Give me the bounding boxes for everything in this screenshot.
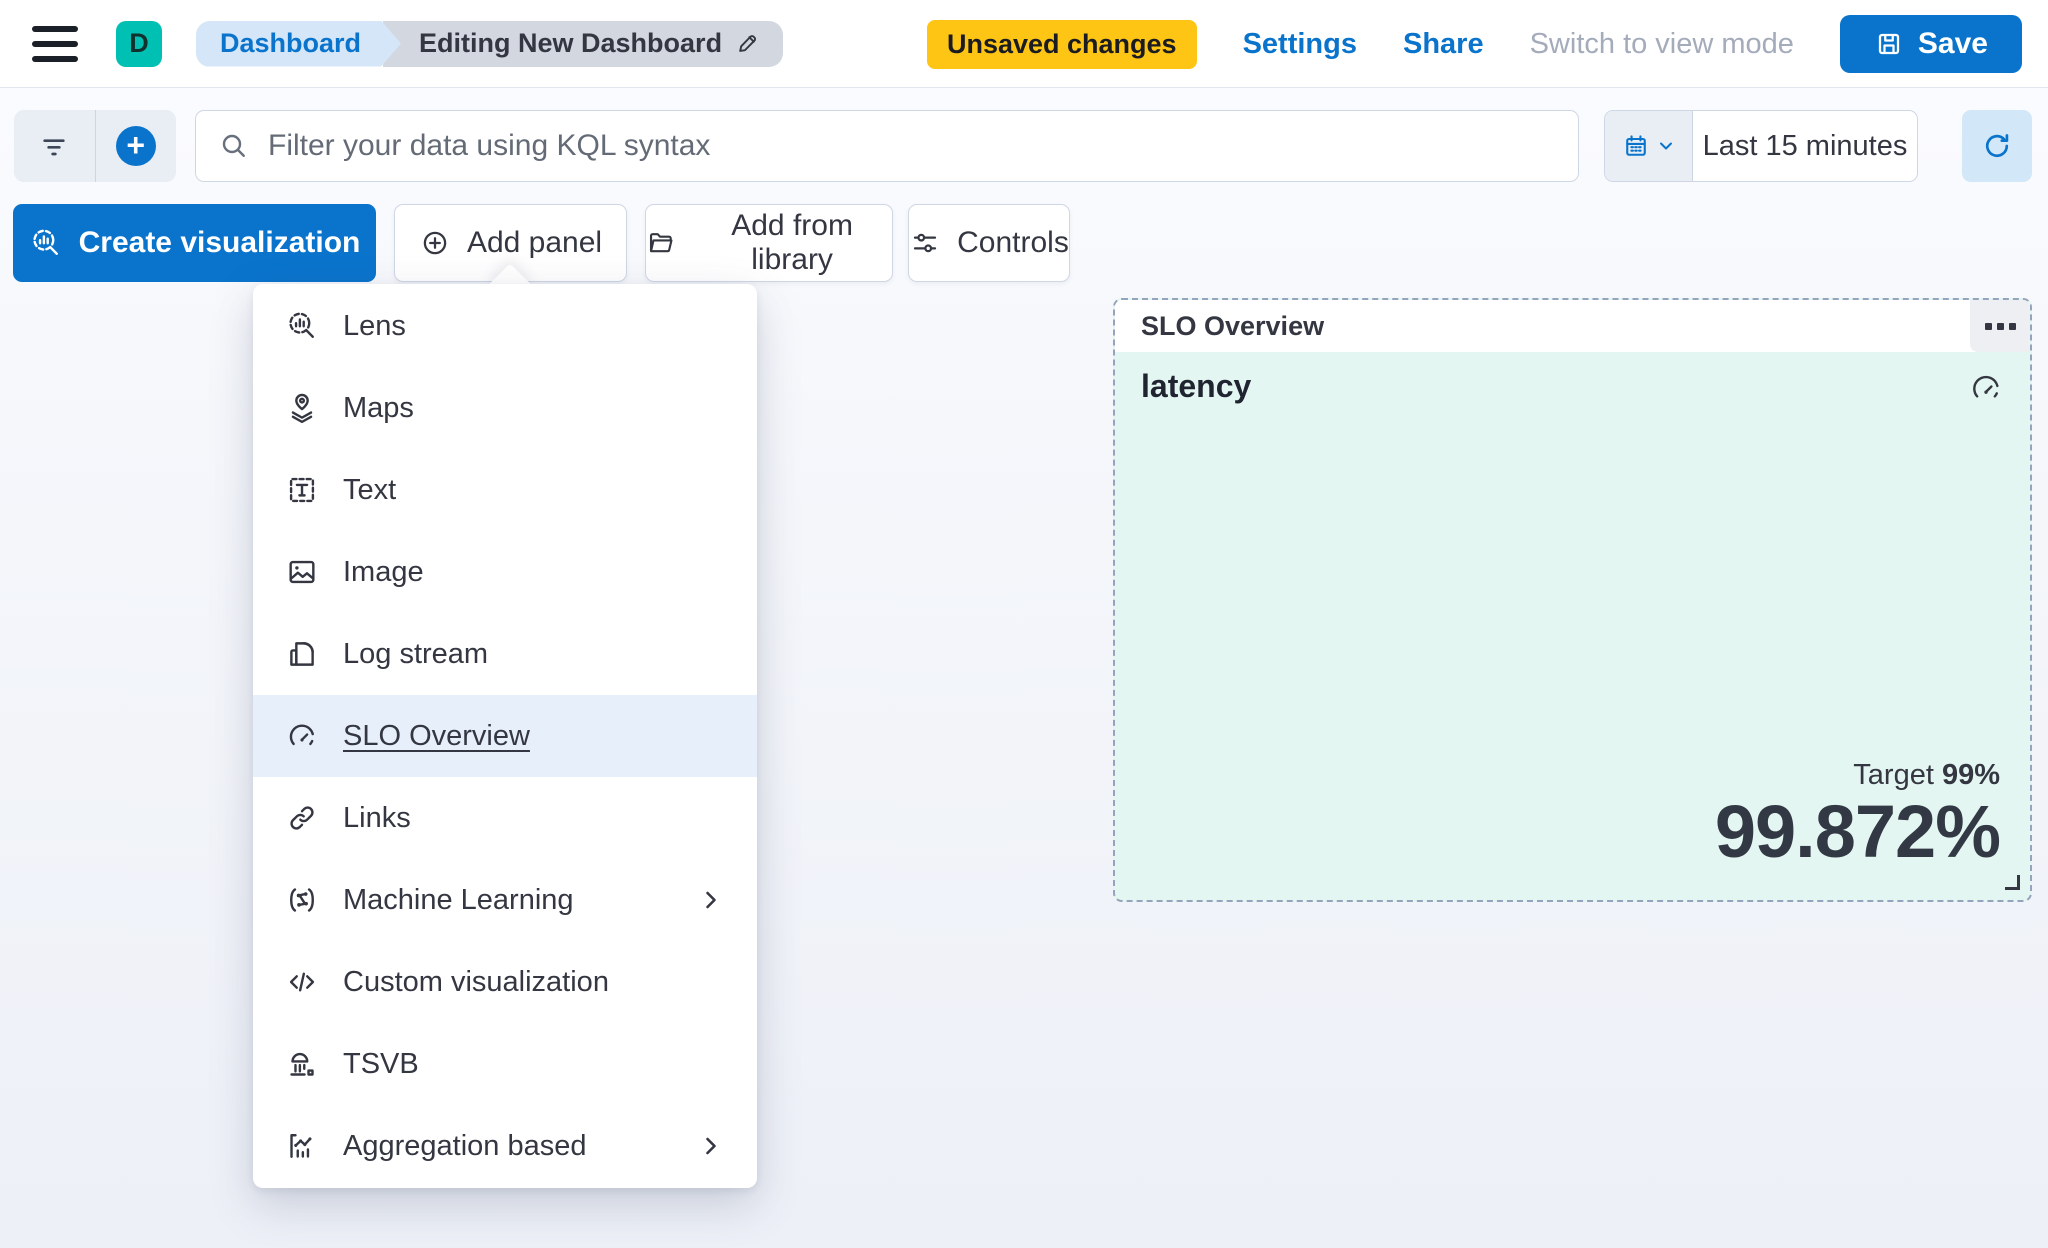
menu-item-aggregation-based[interactable]: Aggregation based: [253, 1105, 757, 1187]
menu-item-label: TSVB: [343, 1047, 419, 1080]
calendar-icon: [1625, 135, 1646, 156]
menu-item-label: SLO Overview: [343, 719, 530, 752]
controls-label: Controls: [957, 226, 1069, 259]
refresh-icon: [1985, 134, 2009, 158]
main-menu-icon[interactable]: [32, 25, 78, 62]
menu-item-label: Machine Learning: [343, 883, 574, 916]
breadcrumb: Dashboard Editing New Dashboard: [196, 20, 784, 67]
kql-search-input[interactable]: [268, 129, 1556, 163]
top-header: D Dashboard Editing New Dashboard Unsave…: [0, 0, 2048, 88]
menu-item-custom-visualization[interactable]: Custom visualization: [253, 941, 757, 1023]
chevron-down-icon: [1659, 142, 1672, 150]
panel-header: SLO Overview: [1115, 300, 2030, 352]
slo-target-value: 99%: [1941, 759, 2000, 792]
chevron-right-icon: [697, 886, 725, 914]
add-panel-label: Add panel: [466, 226, 603, 259]
create-visualization-label: Create visualization: [78, 226, 361, 259]
menu-item-maps[interactable]: Maps: [253, 367, 757, 449]
menu-item-links[interactable]: Links: [253, 777, 757, 859]
menu-item-text[interactable]: Text: [253, 449, 757, 531]
time-picker: Last 15 minutes: [1604, 110, 1918, 182]
gauge-icon: [1968, 370, 2004, 406]
plus-in-circle-icon: [423, 231, 447, 255]
sliders-icon: [914, 233, 937, 253]
share-link[interactable]: Share: [1402, 27, 1484, 60]
menu-item-label: Aggregation based: [343, 1129, 587, 1162]
edit-toolbar: Create visualization Add panel Add from …: [0, 200, 2048, 284]
save-icon: [1874, 29, 1904, 59]
avatar[interactable]: D: [116, 20, 162, 67]
slo-panel-body: latency Target 99% 99.872%: [1115, 352, 2030, 900]
slo-target: Target 99%: [1715, 759, 2000, 792]
slo-target-label: Target: [1853, 759, 1934, 792]
maps-icon: [285, 391, 319, 425]
unsaved-changes-badge: Unsaved changes: [926, 19, 1197, 69]
menu-item-label: Image: [343, 555, 424, 588]
menu-item-slo-overview[interactable]: SLO Overview: [253, 695, 757, 777]
breadcrumb-current-label: Editing New Dashboard: [419, 28, 723, 58]
panel-title: SLO Overview: [1141, 310, 1325, 341]
menu-item-label: Text: [343, 473, 397, 506]
menu-item-machine-learning[interactable]: Machine Learning: [253, 859, 757, 941]
save-button[interactable]: Save: [1839, 15, 2022, 73]
refresh-button[interactable]: [1962, 110, 2032, 182]
logstream-icon: [285, 637, 319, 671]
create-visualization-button[interactable]: Create visualization: [13, 204, 376, 282]
add-from-library-label: Add from library: [731, 209, 853, 276]
save-label: Save: [1917, 27, 1988, 60]
aggregation-icon: [285, 1129, 319, 1163]
menu-item-log-stream[interactable]: Log stream: [253, 613, 757, 695]
gauge-icon: [285, 719, 319, 753]
controls-button[interactable]: Controls: [908, 204, 1070, 282]
breadcrumb-current[interactable]: Editing New Dashboard: [383, 20, 784, 67]
add-filter-button[interactable]: +: [96, 110, 177, 182]
lens-icon: [32, 229, 58, 255]
filter-controls-group: +: [14, 110, 176, 182]
filter-icon: [43, 139, 65, 156]
slo-name: latency: [1141, 368, 1252, 404]
add-from-library-button[interactable]: Add from library: [645, 204, 893, 282]
menu-item-label: Maps: [343, 391, 414, 424]
image-icon: [285, 555, 319, 589]
ml-icon: [285, 883, 319, 917]
slo-values: Target 99% 99.872%: [1714, 759, 2001, 874]
menu-item-image[interactable]: Image: [253, 531, 757, 613]
breadcrumb-dashboard[interactable]: Dashboard: [196, 21, 401, 67]
code-icon: [285, 965, 319, 999]
links-icon: [285, 801, 319, 835]
time-range-button[interactable]: Last 15 minutes: [1702, 129, 1908, 162]
kql-search-bar: [195, 110, 1579, 182]
menu-item-tsvb[interactable]: TSVB: [253, 1023, 757, 1105]
lens-icon: [285, 309, 319, 343]
slo-overview-panel[interactable]: SLO Overview latency Target 99% 99.872%: [1113, 298, 2032, 902]
text-icon: [285, 473, 319, 507]
date-picker-button[interactable]: [1605, 111, 1693, 181]
slo-value: 99.872%: [1714, 790, 2001, 874]
tsvb-icon: [285, 1047, 319, 1081]
filter-menu-button[interactable]: [14, 110, 95, 182]
menu-item-label: Lens: [343, 309, 406, 342]
chevron-right-icon: [697, 1132, 725, 1160]
menu-item-label: Log stream: [343, 637, 489, 670]
pencil-icon: [734, 30, 761, 57]
search-icon: [222, 134, 245, 157]
filter-row: + Last 15 minutes: [0, 88, 2048, 200]
switch-to-view-mode-link[interactable]: Switch to view mode: [1529, 27, 1794, 60]
menu-item-label: Custom visualization: [343, 965, 609, 998]
header-actions: Unsaved changes Settings Share Switch to…: [926, 0, 2022, 88]
panel-resize-handle[interactable]: [2005, 875, 2020, 890]
panel-options-button[interactable]: [1970, 300, 2030, 352]
menu-item-label: Links: [343, 801, 411, 834]
menu-item-lens[interactable]: Lens: [253, 285, 757, 367]
folder-icon: [649, 233, 673, 253]
plus-circle-icon: +: [115, 126, 156, 166]
settings-link[interactable]: Settings: [1242, 27, 1357, 60]
